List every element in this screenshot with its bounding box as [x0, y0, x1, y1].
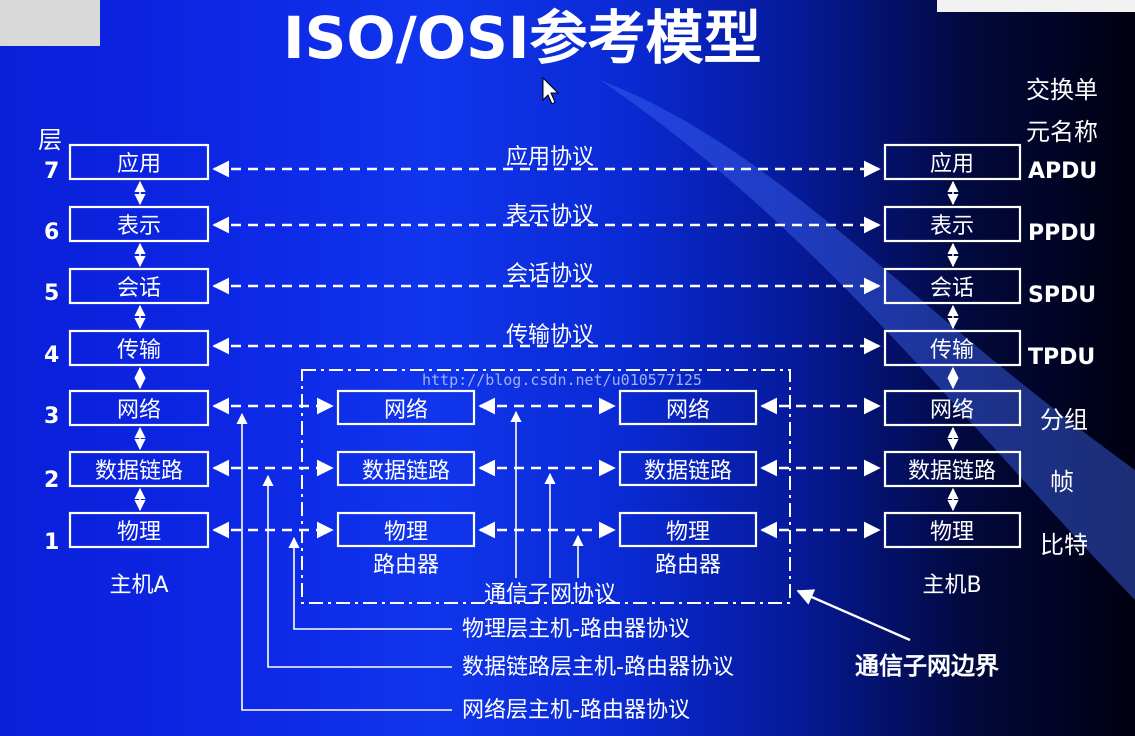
- host-b-box-7: [883, 143, 1022, 181]
- layer-number-5: 5: [44, 281, 59, 306]
- host-a-label-4: 传输: [117, 338, 161, 363]
- unit-label-3: 分组: [1040, 406, 1088, 434]
- host-b-label-7: 应用: [930, 152, 974, 177]
- host-b-box-3: [883, 389, 1022, 427]
- router-2-box-3: [618, 389, 758, 426]
- watermark: http://blog.csdn.net/u010577125: [422, 371, 702, 389]
- host-router-pointers: [236, 412, 452, 711]
- protocol-label-6: 表示协议: [506, 203, 594, 228]
- host-b-box-2: [883, 450, 1022, 488]
- router-2-label-3: 网络: [666, 398, 710, 423]
- layer-number-7: 7: [44, 159, 59, 184]
- router-1: 网络 数据链路 物理 路由器: [336, 389, 476, 578]
- router-1-box-1: [336, 511, 476, 548]
- host-b-label-2: 数据链路: [908, 459, 996, 484]
- layer-number-1: 1: [44, 530, 59, 555]
- host-a-label-2: 数据链路: [95, 459, 183, 484]
- host-b-label-1: 物理: [930, 520, 974, 545]
- host-b-label-4: 传输: [930, 338, 974, 363]
- subnet-boundary-label: 通信子网边界: [855, 652, 999, 680]
- logo-image: [0, 0, 100, 46]
- host-b-box-4: [883, 329, 1022, 367]
- router-1-box-2: [336, 450, 476, 487]
- subnet-boundary-pointer: [796, 589, 911, 642]
- layer-number-3: 3: [44, 404, 59, 429]
- unit-labels: APDU PPDU SPDU TPDU 分组 帧 比特: [1028, 159, 1097, 559]
- host-a-box-7: [68, 143, 210, 181]
- protocol-datalink-host-router: 数据链路层主机-路由器协议: [462, 655, 734, 680]
- router-1-label-2: 数据链路: [362, 459, 450, 484]
- router-2-title: 路由器: [655, 553, 721, 578]
- unit-label-7: APDU: [1028, 159, 1097, 184]
- router-1-title: 路由器: [373, 553, 439, 578]
- unit-header-line2: 元名称: [1026, 118, 1098, 146]
- host-b-label-5: 会话: [930, 276, 974, 301]
- host-b-label-6: 表示: [930, 214, 974, 239]
- subnet-protocol-pointers: [510, 410, 584, 578]
- page-title: ISO/OSI参考模型: [283, 4, 762, 72]
- router-2-label-1: 物理: [666, 520, 710, 545]
- subnet-boundary-box: [301, 369, 791, 604]
- host-a-title: 主机A: [109, 573, 168, 598]
- host-b-box-5: [883, 267, 1022, 305]
- subnet-dashed-arrows: [212, 397, 881, 539]
- host-a-label-3: 网络: [117, 398, 161, 423]
- router-2-label-2: 数据链路: [644, 459, 732, 484]
- host-b-label-3: 网络: [930, 398, 974, 423]
- host-a-box-4: [68, 329, 210, 367]
- protocol-network-host-router: 网络层主机-路由器协议: [462, 698, 690, 723]
- router-2-box-1: [618, 511, 758, 548]
- router-2: 网络 数据链路 物理 路由器: [618, 389, 758, 578]
- protocol-label-5: 会话协议: [506, 262, 594, 287]
- layer-header: 层: [38, 126, 62, 154]
- host-a-box-5: [68, 267, 210, 305]
- host-a-box-3: [68, 389, 210, 427]
- peer-protocol-arrows: [212, 160, 881, 355]
- layer-numbers: 7 6 5 4 3 2 1: [44, 159, 59, 555]
- window-edge: [937, 0, 1135, 12]
- host-a-box-2: [68, 450, 210, 488]
- layer-number-4: 4: [44, 343, 59, 368]
- unit-label-2: 帧: [1050, 468, 1074, 496]
- host-a-label-6: 表示: [117, 214, 161, 239]
- host-a-label-5: 会话: [117, 276, 161, 301]
- unit-label-1: 比特: [1040, 531, 1088, 559]
- host-b-stack: 应用 表示 会话 传输 网络 数据链路 物理 主机B: [883, 143, 1022, 598]
- router-2-box-2: [618, 450, 758, 487]
- unit-label-4: TPDU: [1028, 345, 1095, 370]
- router-1-label-1: 物理: [384, 520, 428, 545]
- unit-label-6: PPDU: [1028, 221, 1096, 246]
- host-b-box-1: [883, 511, 1022, 549]
- host-a-stack: 应用 表示 会话 传输 网络 数据链路 物理 主机A: [68, 143, 210, 598]
- host-b-box-6: [883, 205, 1022, 243]
- host-b-title: 主机B: [922, 573, 981, 598]
- layer-number-6: 6: [44, 220, 59, 245]
- router-1-box-3: [336, 389, 476, 426]
- host-a-box-1: [68, 511, 210, 549]
- unit-label-5: SPDU: [1028, 283, 1096, 308]
- protocol-label-4: 传输协议: [506, 323, 594, 348]
- subnet-protocol-label: 通信子网协议: [484, 582, 616, 607]
- host-a-label-7: 应用: [117, 152, 161, 177]
- layer-number-2: 2: [44, 468, 59, 493]
- protocol-physical-host-router: 物理层主机-路由器协议: [462, 617, 690, 642]
- host-a-label-1: 物理: [117, 520, 161, 545]
- host-a-box-6: [68, 205, 210, 243]
- protocol-label-7: 应用协议: [506, 145, 594, 170]
- mouse-cursor-icon: [542, 76, 560, 105]
- router-1-label-3: 网络: [384, 398, 428, 423]
- unit-header-line1: 交换单: [1026, 76, 1098, 104]
